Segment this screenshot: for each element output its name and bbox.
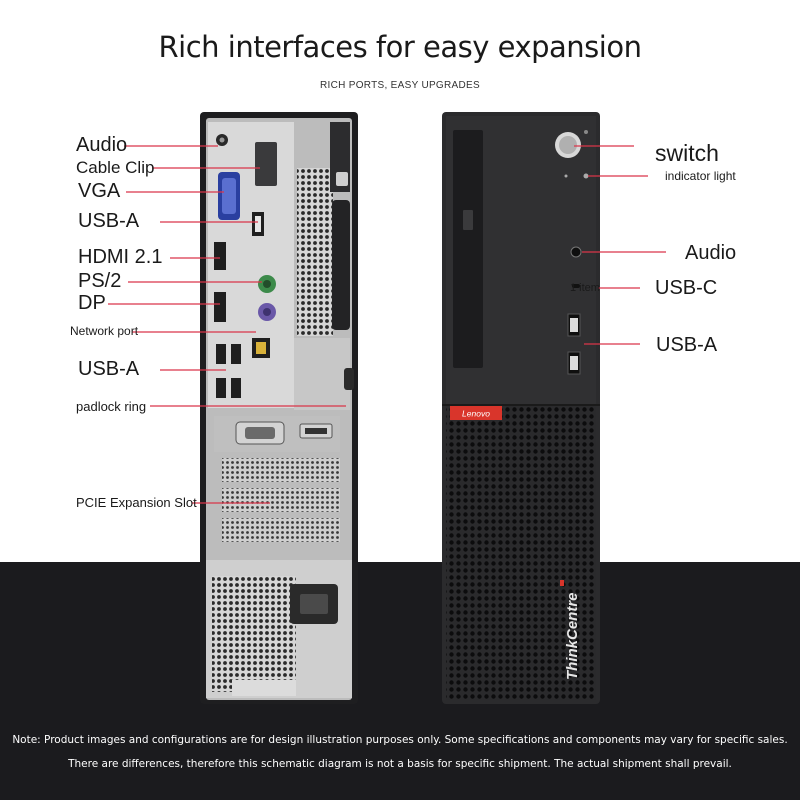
lenovo-badge xyxy=(450,406,502,420)
usb-c-port-icon xyxy=(572,284,580,288)
pcie-slot-covers-icon xyxy=(222,458,340,542)
usb-a-bottom-ports-icon xyxy=(216,344,241,398)
label-padlock-ring: padlock ring xyxy=(76,399,147,414)
rear-chassis xyxy=(200,112,358,704)
footer-note-line1: Note: Product images and configurations … xyxy=(12,734,788,746)
label-cable-clip: Cable Clip xyxy=(76,158,155,177)
label-ps2: PS/2 xyxy=(78,270,122,292)
psu-vent-icon xyxy=(212,576,296,692)
optical-drive-icon xyxy=(453,130,483,368)
front-chassis: Lenovo ThinkCentre xyxy=(442,112,600,704)
label-hdmi: HDMI 2.1 xyxy=(78,246,163,268)
label-network-port: Network port xyxy=(70,324,139,338)
page-subtitle: RICH PORTS, EASY UPGRADES xyxy=(320,80,480,91)
top-background xyxy=(0,0,800,562)
page-title: Rich interfaces for easy expansion xyxy=(158,30,642,64)
label-pcie-slot: PCIE Expansion Slot xyxy=(76,495,197,510)
label-front-audio: Audio xyxy=(685,242,737,264)
dp-port-icon xyxy=(214,292,226,322)
rear-latch-icon xyxy=(336,172,348,186)
label-front-usb-a: USB-A xyxy=(656,334,718,356)
indicator-light-icon xyxy=(583,173,589,179)
label-vga: VGA xyxy=(78,180,121,202)
label-indicator-light: indicator light xyxy=(665,169,736,183)
cable-clip-icon xyxy=(255,142,277,186)
label-usb-a-top: USB-A xyxy=(78,210,140,232)
lenovo-logo-text: Lenovo xyxy=(462,409,490,419)
leader-lines xyxy=(108,145,666,504)
footer-note-line2: There are differences, therefore this sc… xyxy=(68,758,732,770)
bottom-dark-background xyxy=(0,562,800,800)
thinkcentre-logo-text: ThinkCentre xyxy=(564,592,581,680)
label-usb-c: USB-C xyxy=(655,277,718,299)
label-rear-audio: Audio xyxy=(76,134,128,156)
label-usb-a-bottom: USB-A xyxy=(78,358,140,380)
front-audio-jack-icon xyxy=(570,246,582,258)
hdmi-port-icon xyxy=(214,242,226,270)
padlock-ring-icon xyxy=(344,368,354,390)
front-mesh-icon xyxy=(446,406,596,700)
label-switch: switch xyxy=(655,140,719,166)
label-dp: DP xyxy=(78,292,106,314)
label-usb-c-count: 1 item xyxy=(570,282,600,294)
